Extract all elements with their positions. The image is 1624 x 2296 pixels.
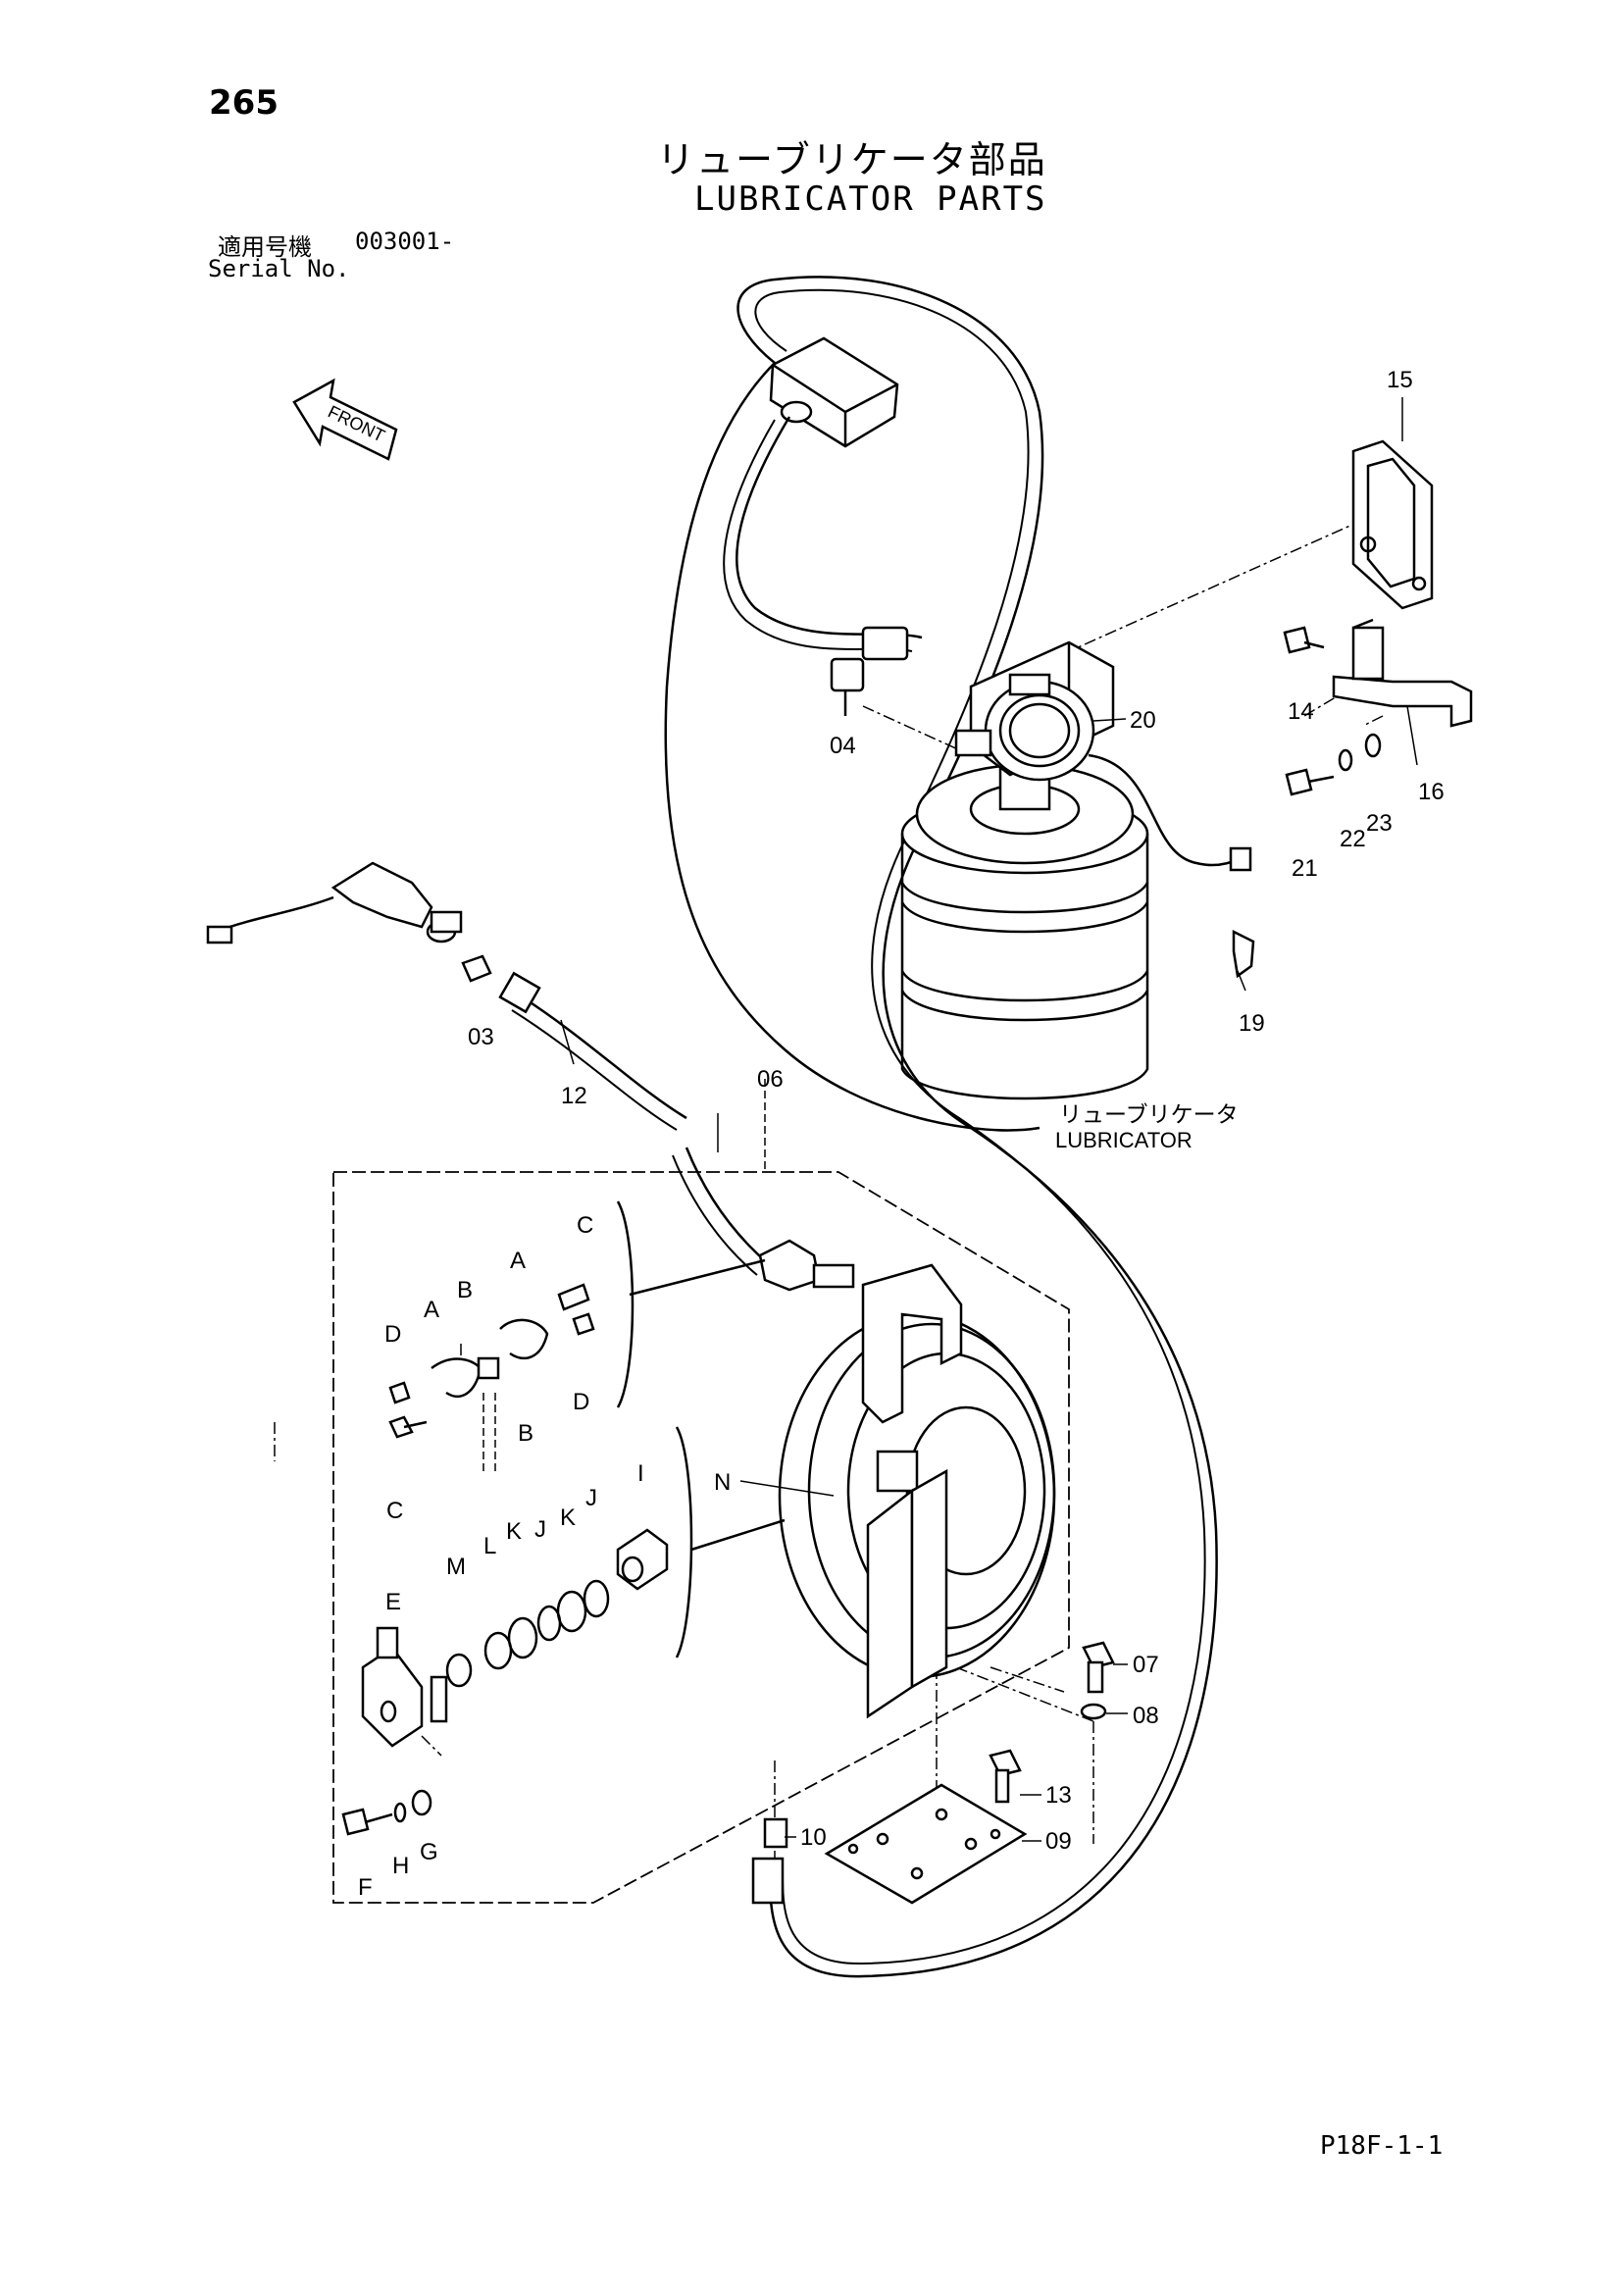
letter-k-left: K	[506, 1518, 522, 1545]
hose-12	[519, 994, 687, 1120]
callout-22: 22	[1340, 826, 1366, 852]
letter-f: F	[358, 1874, 373, 1901]
grease-gun	[206, 861, 463, 944]
fitting-03	[461, 954, 492, 983]
callout-12: 12	[561, 1083, 587, 1109]
reel-swivel	[758, 1239, 855, 1292]
washer-08	[1080, 1703, 1107, 1720]
lubricator-bucket	[900, 763, 1149, 1100]
callout-numbers: 15 14 16 20 04 21 22 23 19 03 12 06 07 0…	[468, 367, 1445, 1855]
fitting-detail	[341, 1426, 786, 1836]
letter-i: I	[637, 1460, 644, 1487]
letter-g: G	[420, 1839, 438, 1865]
reel-assembly-frame-06	[332, 1171, 1070, 1904]
bolt-07	[1082, 1641, 1115, 1694]
serial-label-en: Serial No.	[208, 255, 350, 282]
callout-09: 09	[1045, 1828, 1072, 1855]
callout-14: 14	[1288, 698, 1314, 725]
detail-letters: A A B B C C D D E F G H I J J K K L M N	[358, 1212, 731, 1901]
letter-j-right: J	[585, 1485, 597, 1511]
letter-l: L	[483, 1533, 496, 1559]
fitting-10	[751, 1817, 788, 1905]
hose-upper-loop	[736, 276, 1218, 1978]
lubricator-label-en: LUBRICATOR	[1055, 1128, 1193, 1152]
fitting-04	[830, 626, 909, 716]
washer-22	[1338, 748, 1353, 772]
callout-20: 20	[1130, 707, 1156, 734]
letter-a-lower: A	[424, 1297, 439, 1323]
swivel-clamp-detail	[388, 1200, 766, 1471]
letter-b-lower: B	[518, 1420, 533, 1447]
serial-label-jp: 適用号機	[218, 233, 312, 261]
page-number: 265	[209, 83, 279, 123]
mounting-plate-09	[824, 1783, 1028, 1905]
page-title-en: LUBRICATOR PARTS	[694, 179, 1047, 219]
callout-03: 03	[468, 1024, 494, 1050]
bolt-21	[1285, 768, 1335, 796]
front-arrow-icon: FRONT	[292, 378, 398, 461]
bolt-14	[1283, 626, 1325, 654]
letter-h: H	[392, 1853, 409, 1879]
callout-19: 19	[1239, 1010, 1265, 1037]
letter-c-upper: C	[577, 1212, 593, 1239]
callout-10: 10	[800, 1824, 827, 1851]
page-title-jp: リューブリケータ部品	[657, 138, 1047, 181]
letter-n: N	[714, 1469, 731, 1496]
callout-06: 06	[757, 1066, 784, 1093]
serial-value: 003001-	[355, 228, 455, 255]
letter-a-upper: A	[510, 1248, 526, 1274]
callout-leaders	[560, 397, 1418, 1842]
hose-reel	[778, 1263, 1056, 1719]
callout-04: 04	[830, 733, 856, 759]
washer-23	[1364, 733, 1382, 758]
callout-08: 08	[1133, 1703, 1159, 1729]
pump-motor-20	[954, 640, 1115, 782]
letter-j-left: J	[534, 1516, 546, 1543]
wire-connector-19	[1229, 846, 1252, 872]
callout-07: 07	[1133, 1652, 1159, 1678]
wire-19	[1088, 753, 1242, 867]
document-code: P18F-1-1	[1320, 2131, 1444, 2161]
letter-d-left: D	[384, 1321, 401, 1348]
part-19-icon	[1232, 929, 1255, 979]
lubricator-label-jp: リューブリケータ	[1059, 1102, 1239, 1128]
callout-15: 15	[1387, 367, 1413, 393]
callout-21: 21	[1292, 855, 1318, 882]
hose-12-lower	[685, 1147, 771, 1266]
letter-k-right: K	[560, 1505, 576, 1531]
letter-d-right: D	[573, 1389, 589, 1415]
bolt-13	[989, 1749, 1022, 1804]
callout-16: 16	[1418, 779, 1445, 805]
callout-23: 23	[1366, 810, 1393, 837]
letter-b-upper: B	[457, 1277, 473, 1303]
letter-c-lower: C	[386, 1498, 403, 1524]
bracket-15	[1351, 439, 1434, 610]
hose-upper-to-04	[736, 416, 923, 639]
letter-m: M	[446, 1554, 466, 1580]
bracket-16	[1332, 618, 1473, 728]
letter-e: E	[385, 1589, 401, 1615]
callout-13: 13	[1045, 1782, 1072, 1809]
connector-block	[769, 336, 899, 448]
hose-to-lubricator	[664, 362, 1040, 1132]
